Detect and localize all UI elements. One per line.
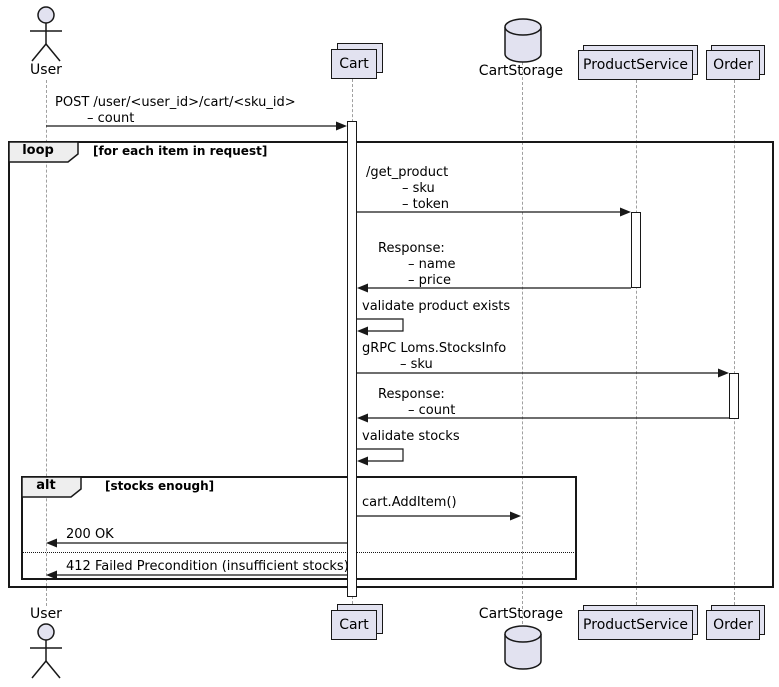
loop-frame (8, 141, 774, 588)
alt-keyword: alt (36, 478, 56, 493)
msg-stocks-response-line2: – count (408, 403, 456, 418)
msg-post-line1: POST /user/<user_id>/cart/<sku_id> (55, 95, 296, 110)
participant-label-order-bottom: Order (713, 617, 753, 633)
msg-412-failed: 412 Failed Precondition (insufficient st… (66, 559, 349, 574)
activation-productservice (631, 212, 641, 288)
msg-get-product-line3: – token (402, 197, 449, 212)
loop-keyword: loop (22, 143, 54, 158)
participant-label-user-top: User (30, 62, 62, 78)
activation-cart (347, 121, 357, 597)
participant-label-cartstorage-bottom: CartStorage (478, 606, 564, 622)
participant-label-cartstorage-top: CartStorage (478, 63, 564, 79)
alt-else-divider (22, 552, 576, 553)
participant-productservice-top: ProductService (578, 50, 693, 80)
msg-200-ok: 200 OK (66, 527, 114, 542)
participant-label-cart-bottom: Cart (339, 617, 369, 633)
participant-label-order-top: Order (713, 57, 753, 73)
alt-frame-tab (21, 476, 82, 498)
participant-label-productservice-bottom: ProductService (583, 617, 688, 633)
loop-condition: [for each item in request] (93, 144, 268, 158)
user-actor-icon-top (30, 6, 62, 62)
participant-order-top: Order (706, 50, 760, 80)
participant-label-user-bottom: User (30, 606, 62, 622)
database-icon-bottom (504, 625, 542, 670)
msg-stocks-response-line1: Response: (378, 387, 445, 402)
msg-add-item: cart.AddItem() (362, 495, 457, 510)
participant-order-bottom: Order (706, 610, 760, 640)
lifeline-order (734, 80, 735, 605)
msg-product-response-line1: Response: (378, 241, 445, 256)
msg-validate-product: validate product exists (362, 299, 511, 314)
participant-cart-top: Cart (331, 49, 377, 79)
participant-cart-bottom: Cart (331, 610, 377, 640)
lifeline-productservice (636, 80, 637, 605)
lifeline-cartstorage (522, 62, 523, 624)
loop-frame-tab (8, 141, 79, 163)
msg-product-response-line3: – price (408, 273, 451, 288)
activation-order (729, 373, 739, 419)
msg-grpc-stocks-line1: gRPC Loms.StocksInfo (362, 341, 507, 356)
msg-get-product-line2: – sku (402, 181, 435, 196)
user-actor-icon-bottom (30, 623, 62, 679)
alt-condition: [stocks enough] (105, 479, 215, 493)
msg-grpc-stocks-line2: – sku (400, 357, 433, 372)
participant-label-productservice-top: ProductService (583, 57, 688, 73)
msg-get-product-line1: /get_product (366, 165, 449, 180)
lifeline-user (46, 80, 47, 606)
participant-productservice-bottom: ProductService (578, 610, 693, 640)
msg-product-response-line2: – name (408, 257, 456, 272)
database-icon-top (504, 18, 542, 63)
alt-frame (21, 476, 577, 580)
msg-post-line2: – count (87, 111, 135, 126)
participant-label-cart-top: Cart (339, 56, 369, 72)
msg-validate-stocks: validate stocks (362, 429, 460, 444)
